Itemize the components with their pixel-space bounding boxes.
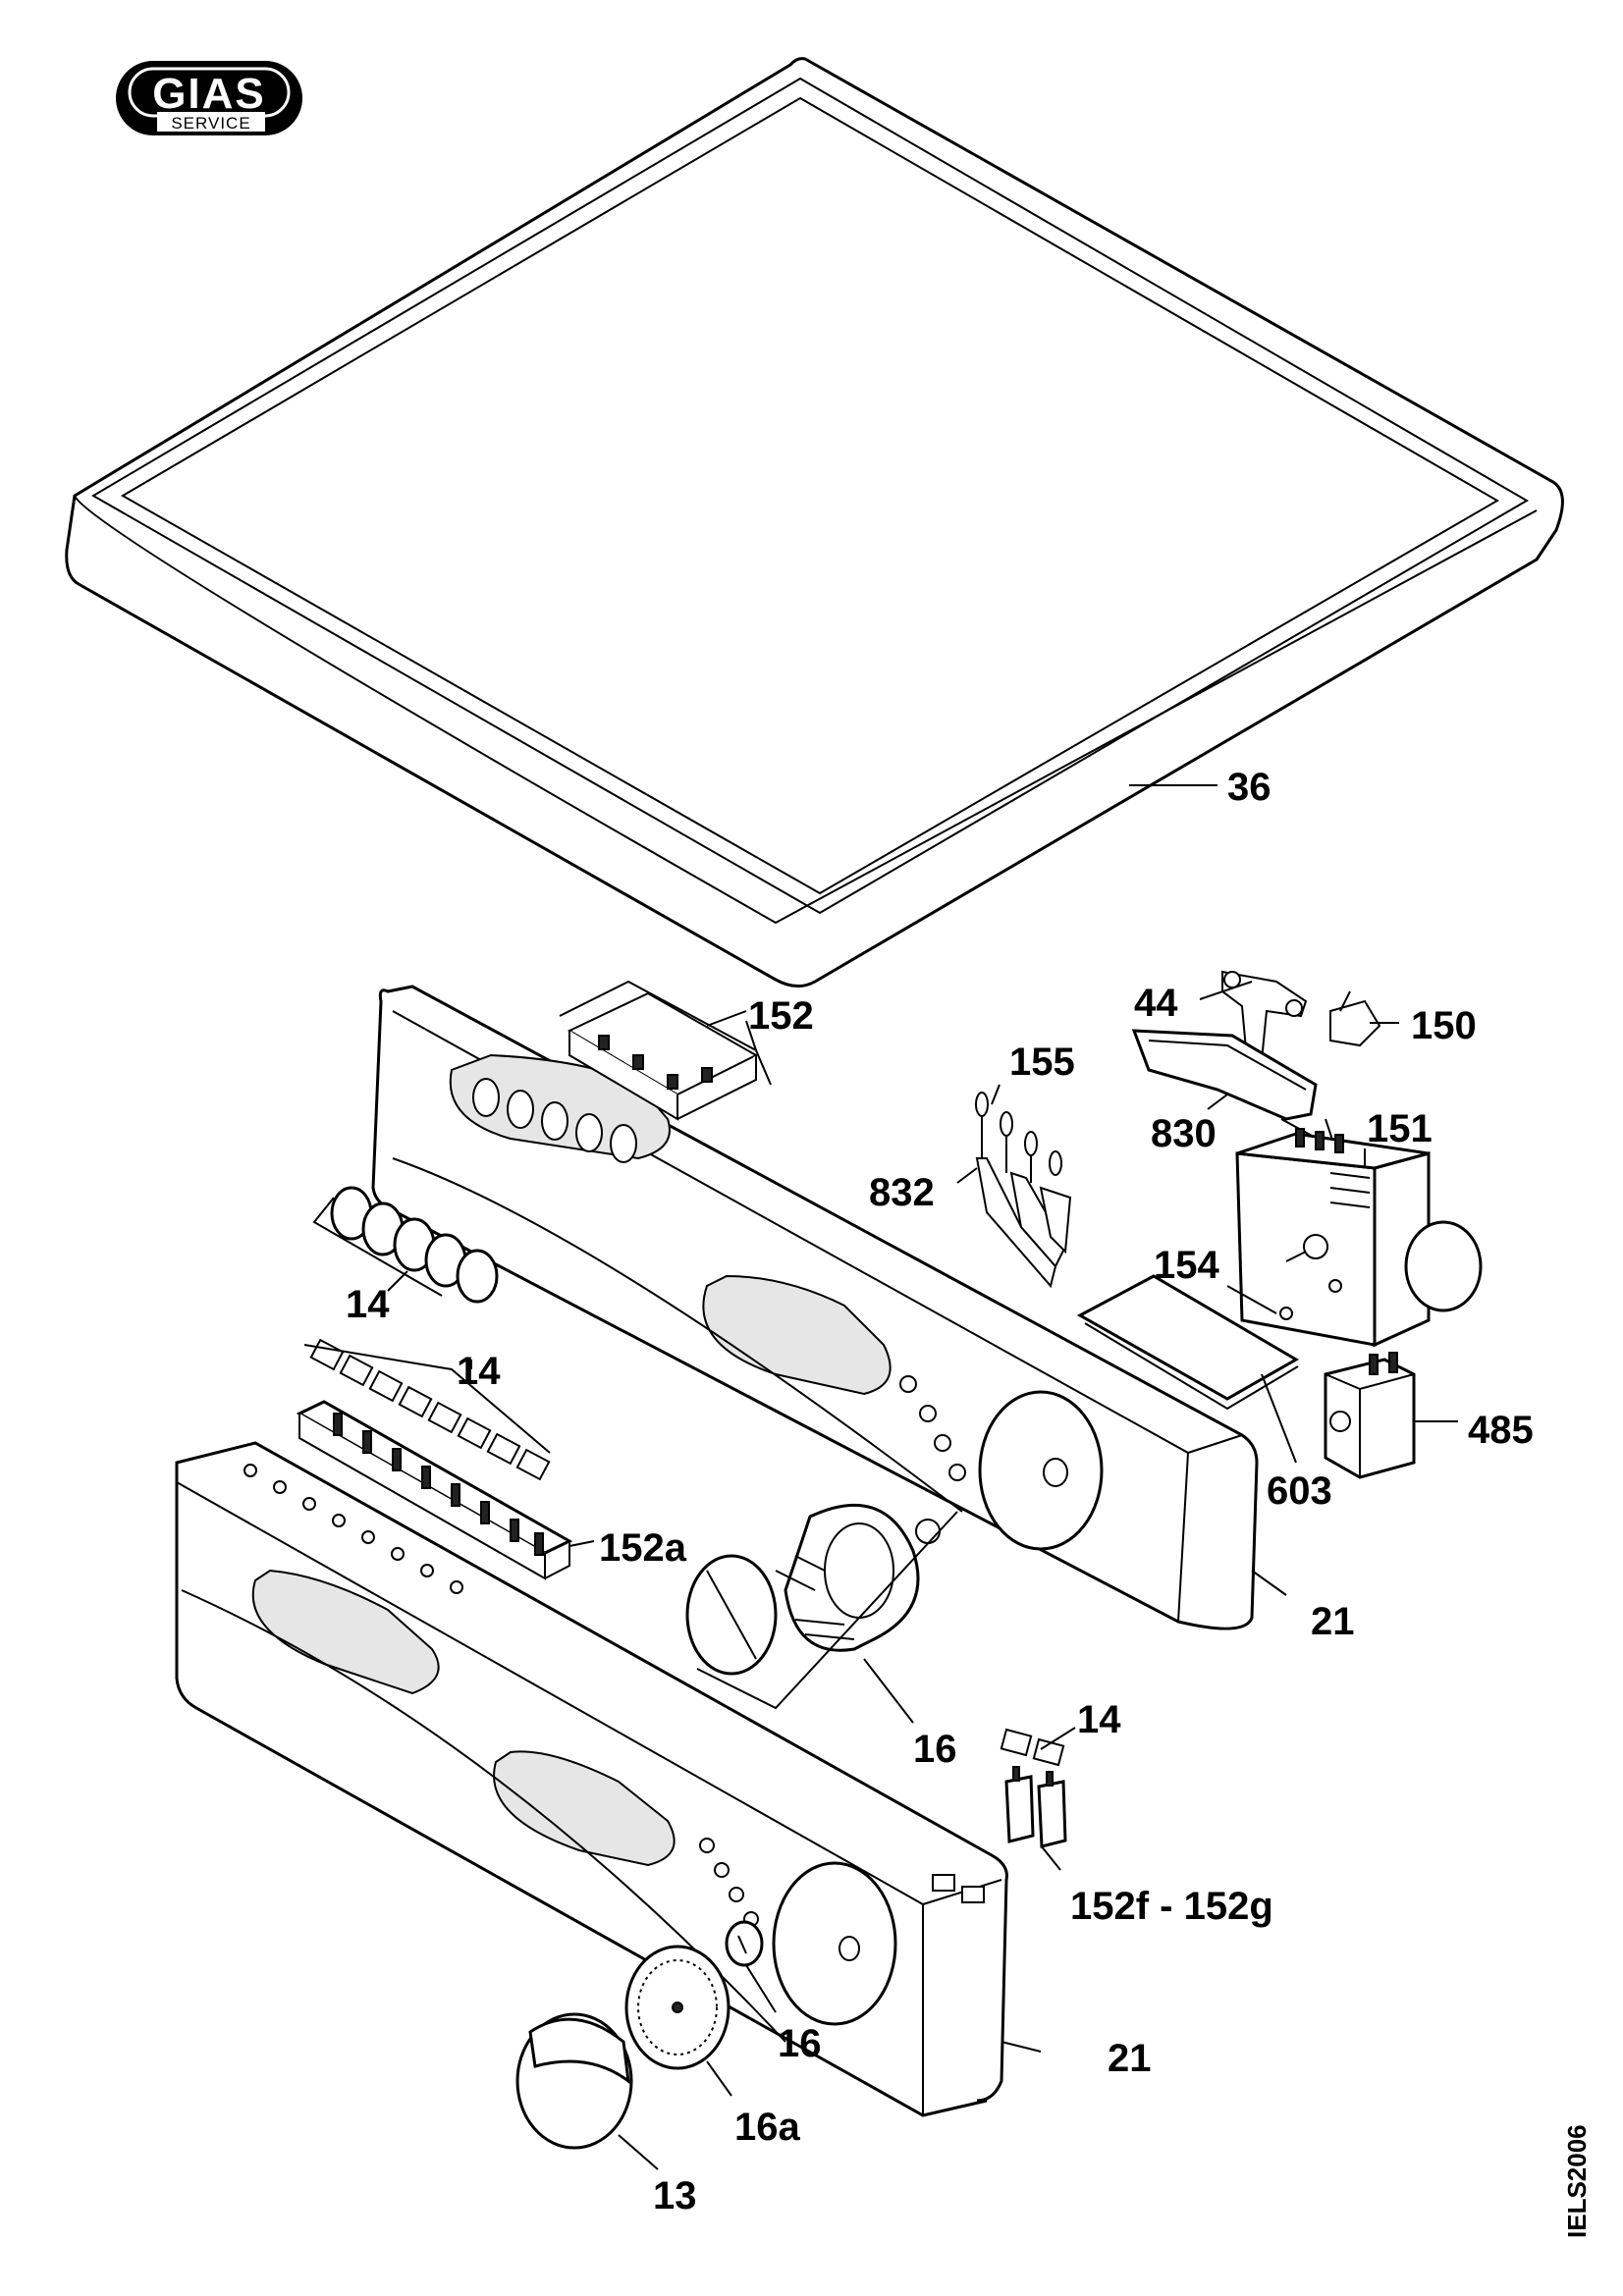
label-155: 155 [1009, 1041, 1075, 1084]
control-panel-front [175, 1441, 1008, 2117]
label-830: 830 [1151, 1112, 1217, 1155]
lamp-holders-832 [975, 1092, 1072, 1289]
label-44: 44 [1134, 982, 1178, 1025]
label-16-knob: 16 [913, 1728, 957, 1771]
label-36: 36 [1227, 766, 1271, 809]
label-152f-152g: 152f - 152g [1070, 1885, 1273, 1928]
label-14-square: 14 [457, 1350, 501, 1393]
lever-830 [1131, 1029, 1337, 1151]
selector-switch-485 [1324, 1352, 1416, 1479]
label-16a: 16a [734, 2106, 800, 2149]
switch-pair-152fg [1000, 1728, 1067, 1848]
label-151: 151 [1367, 1107, 1433, 1150]
label-21-rear: 21 [1311, 1600, 1355, 1643]
lamp-cover-603 [1076, 1274, 1299, 1411]
top-cover [65, 57, 1564, 988]
drawing-code: IELS2006 [1562, 2124, 1592, 2238]
bracket-44 [1221, 970, 1308, 1061]
panel-front-led-holes [243, 1464, 463, 1594]
part-labels: 36 152 44 150 155 830 151 832 154 14 14 … [346, 766, 1534, 2217]
label-154: 154 [1154, 1244, 1219, 1287]
label-603: 603 [1267, 1469, 1332, 1513]
label-14-pair: 14 [1077, 1698, 1121, 1741]
dial-ring-16a [624, 1945, 730, 2070]
label-832: 832 [869, 1171, 935, 1214]
logo-sub: SERVICE [171, 114, 250, 133]
label-150: 150 [1411, 1004, 1477, 1047]
timer-151 [1235, 1128, 1483, 1348]
leader-lines [387, 784, 1458, 2170]
switch-block-152 [559, 980, 772, 1121]
switch-bank-152a [296, 1400, 573, 1580]
label-485: 485 [1468, 1409, 1534, 1452]
dial-insert-16 [725, 1920, 764, 1967]
knob-assembly-16 [685, 1503, 958, 1710]
knob-13 [515, 2012, 633, 2150]
round-buttons-row [312, 1186, 499, 1304]
square-buttons-row [303, 1338, 551, 1481]
logo-brand: GIAS [152, 70, 266, 118]
micro-switch-150 [1329, 990, 1381, 1047]
label-152: 152 [748, 994, 814, 1038]
label-13: 13 [653, 2174, 697, 2217]
label-16-insert: 16 [778, 2022, 822, 2065]
gias-service-logo: GIAS SERVICE [116, 61, 302, 135]
panel-rear-button-holes [472, 1078, 637, 1163]
label-21-front: 21 [1108, 2037, 1152, 2080]
label-14-round: 14 [346, 1283, 390, 1326]
label-152a: 152a [599, 1526, 687, 1570]
